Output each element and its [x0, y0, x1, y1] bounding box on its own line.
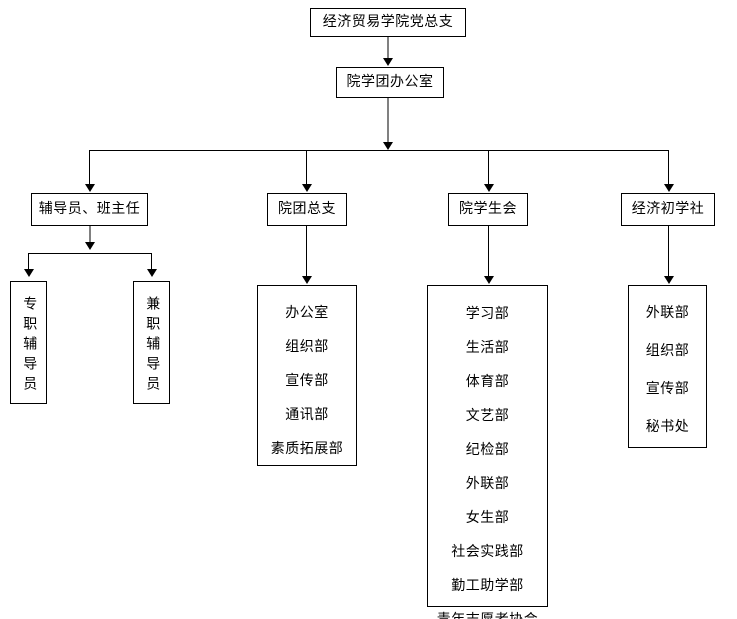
list-item: 组织部	[285, 339, 329, 355]
node-fulltime-counselor: 专职辅导员	[10, 281, 47, 404]
arrow-youth-league-stem	[302, 276, 312, 284]
list-item: 勤工助学部	[451, 578, 524, 594]
arrow-office-to-bus	[383, 142, 393, 150]
list-student-union-departments: 学习部 生活部 体育部 文艺部 纪检部 外联部 女生部 社会实践部 勤工助学部 …	[427, 285, 548, 619]
arrow-branch-4	[664, 184, 674, 192]
node-fulltime-counselor-label: 专职辅导员	[21, 295, 38, 396]
connector-counselors-horizontal	[28, 253, 152, 254]
list-item: 通讯部	[285, 407, 329, 423]
connector-drop-branch-2	[306, 150, 307, 184]
list-item: 秘书处	[645, 419, 690, 435]
arrow-parttime	[147, 269, 157, 277]
arrow-counselors-stem	[85, 242, 95, 250]
arrow-root-to-office	[383, 58, 393, 66]
list-item: 女生部	[465, 510, 510, 526]
connector-counselors-stem	[89, 226, 91, 243]
list-item: 文艺部	[465, 408, 510, 424]
node-branch-youth-league: 院团总支	[267, 193, 347, 226]
connector-economics-society-stem	[668, 226, 669, 276]
node-league-office-label: 院学团办公室	[346, 73, 434, 90]
connector-drop-branch-3	[488, 150, 489, 184]
list-item: 办公室	[285, 305, 329, 321]
list-item: 学习部	[465, 306, 510, 322]
list-economics-society-departments: 外联部 组织部 宣传部 秘书处	[628, 285, 707, 448]
list-item: 社会实践部	[451, 544, 524, 560]
connector-student-union-stem	[488, 226, 489, 276]
node-branch-economics-society: 经济初学社	[621, 193, 715, 226]
list-item: 宣传部	[285, 373, 329, 389]
list-item: 外联部	[465, 476, 510, 492]
list-item: 素质拓展部	[270, 441, 344, 457]
list-item: 生活部	[465, 340, 510, 356]
list-item: 宣传部	[645, 381, 690, 397]
arrow-student-union-stem	[484, 276, 494, 284]
list-item: 外联部	[645, 305, 690, 321]
node-parttime-counselor: 兼职辅导员	[133, 281, 170, 404]
arrow-branch-1	[85, 184, 95, 192]
connector-bus-horizontal	[89, 150, 669, 151]
arrow-branch-3	[484, 184, 494, 192]
node-parttime-counselor-label: 兼职辅导员	[144, 295, 161, 396]
list-youth-league-departments: 办公室 组织部 宣传部 通讯部 素质拓展部	[257, 285, 357, 466]
arrow-branch-2	[302, 184, 312, 192]
connector-root-to-office	[387, 37, 389, 59]
arrow-economics-society-stem	[664, 276, 674, 284]
node-branch-student-union-label: 院学生会	[459, 200, 517, 217]
node-root-label: 经济贸易学院党总支	[322, 13, 454, 30]
list-item: 体育部	[465, 374, 510, 390]
connector-drop-branch-1	[89, 150, 90, 184]
node-branch-counselors: 辅导员、班主任	[31, 193, 148, 226]
node-branch-youth-league-label: 院团总支	[278, 200, 336, 217]
connector-drop-branch-4	[668, 150, 669, 184]
arrow-fulltime	[24, 269, 34, 277]
connector-office-to-bus	[387, 98, 389, 143]
node-root-party-branch: 经济贸易学院党总支	[310, 8, 466, 37]
connector-drop-parttime	[151, 253, 152, 270]
node-league-office: 院学团办公室	[336, 67, 444, 98]
list-item: 青年志愿者协会	[437, 609, 539, 619]
node-branch-economics-society-label: 经济初学社	[631, 200, 705, 217]
connector-youth-league-stem	[306, 226, 307, 276]
node-branch-student-union: 院学生会	[448, 193, 528, 226]
connector-drop-fulltime	[28, 253, 29, 270]
list-item: 组织部	[645, 343, 690, 359]
node-branch-counselors-label: 辅导员、班主任	[38, 200, 141, 217]
list-item: 纪检部	[465, 442, 510, 458]
